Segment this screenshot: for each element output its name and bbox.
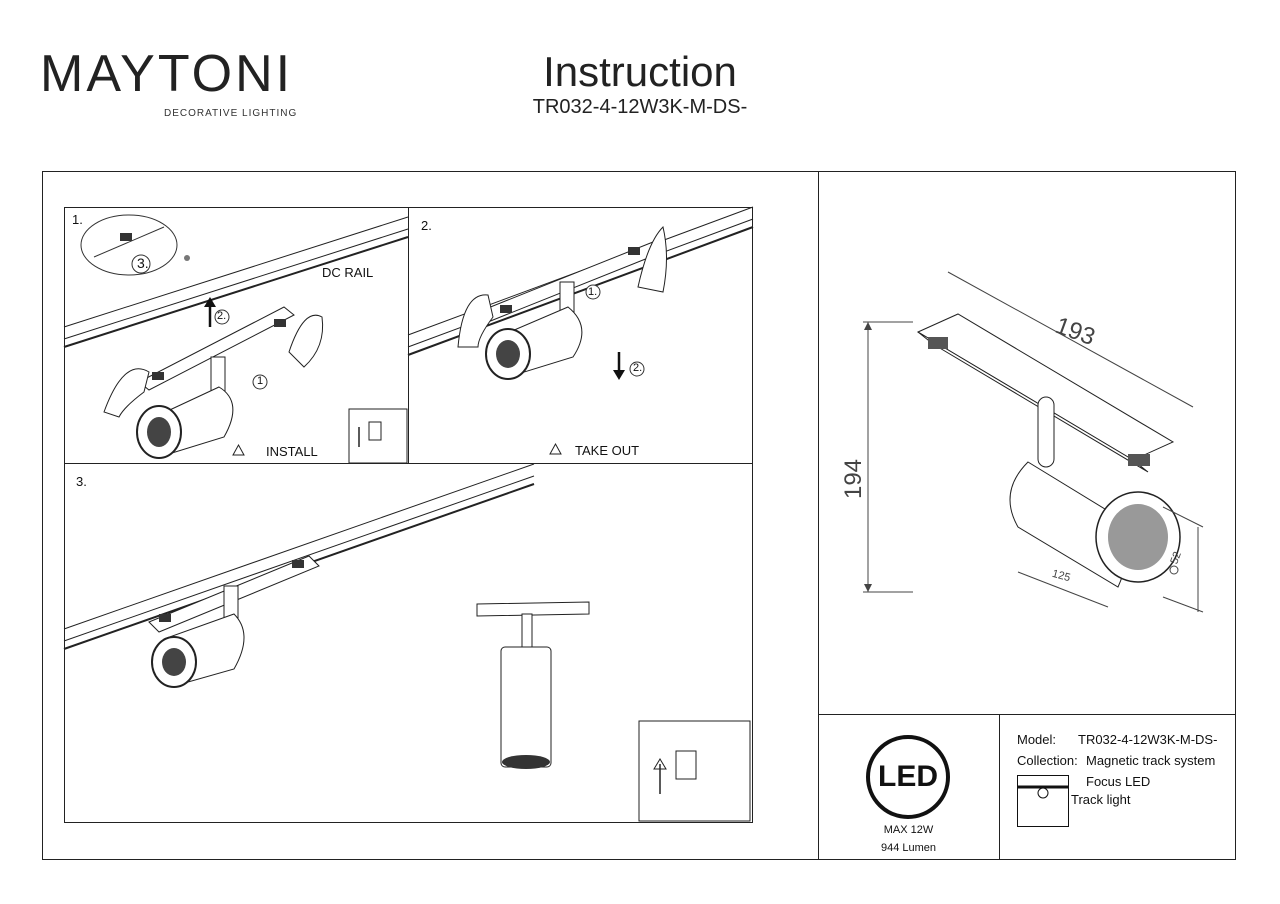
step-3-number: 3. <box>76 474 87 489</box>
instruction-frame <box>42 171 1236 860</box>
step-1-callout-2: 2. <box>217 310 227 322</box>
brand-logo: MAYTONI DECORATIVE LIGHTING <box>40 48 310 128</box>
step-3-illustration <box>63 463 751 822</box>
model-value: TR032-4-12W3K-M-DS- <box>1078 732 1218 747</box>
spec-divider-horizontal <box>818 714 1236 715</box>
series-value: Focus LED <box>1086 774 1151 789</box>
dimension-drawing <box>863 271 1204 613</box>
frame-divider-vertical <box>818 171 819 860</box>
track-light-icon <box>1017 775 1069 827</box>
step-2-caption: TAKE OUT <box>575 443 640 458</box>
step-2-illustration <box>407 206 754 455</box>
spec-divider-vertical <box>999 714 1000 860</box>
logo-tagline: DECORATIVE LIGHTING <box>164 108 298 119</box>
step-1-callout-1: 1 <box>257 375 264 387</box>
dc-rail-label: DC RAIL <box>322 265 374 280</box>
led-badge <box>866 735 950 819</box>
led-icon-text: LED <box>878 760 938 793</box>
model-label: Model: <box>1017 732 1057 747</box>
step-1-illustration <box>63 214 409 464</box>
type-value: Track light <box>1071 792 1131 807</box>
collection-label: Collection: <box>1017 753 1078 768</box>
page-subtitle: TR032-4-12W3K-M-DS- <box>532 96 748 118</box>
logo-text: MAYTONI <box>40 45 294 103</box>
dimension-height: 194 <box>840 458 868 500</box>
collection-value: Magnetic track system <box>1086 753 1216 768</box>
step-2-number: 2. <box>421 218 432 233</box>
luminous-flux: 944 Lumen <box>880 842 937 854</box>
logo-wordmark: MAYTONI <box>40 48 293 100</box>
step-1-number: 1. <box>72 212 83 227</box>
step-2-callout-2: 2. <box>633 362 643 374</box>
page-title: Instruction <box>543 48 737 95</box>
step-2-callout-1: 1. <box>588 286 598 298</box>
step-1-caption: INSTALL <box>266 444 318 459</box>
power-rating: MAX 12W <box>883 824 934 836</box>
steps-divider-horizontal <box>64 463 753 464</box>
step-1-callout-3: 3. <box>137 255 149 271</box>
